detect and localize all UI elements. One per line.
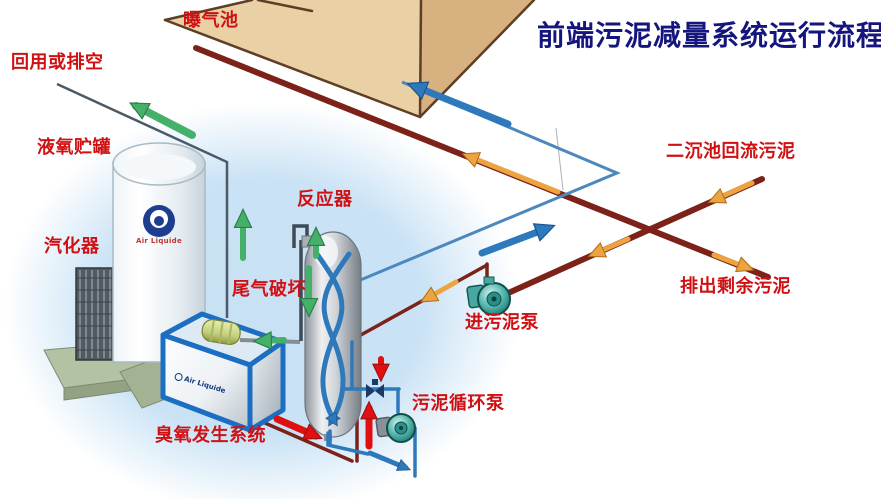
green-flow-arrows — [128, 102, 326, 350]
aeration-tank-shape — [163, 0, 536, 119]
sludge-feed-pump-shape — [466, 276, 511, 316]
to-destructor-left-arrow — [252, 331, 287, 350]
label-ozone-system: 臭氧发生系统 — [155, 425, 266, 446]
ozone-generator-box — [160, 311, 301, 433]
circulation-loop-pipes — [326, 340, 417, 478]
support-line — [555, 127, 564, 191]
lox-tank-vessel — [112, 142, 206, 363]
vaporizer-unit — [75, 267, 115, 361]
pipe-ozone-feed — [263, 421, 354, 463]
treated-return-line — [357, 80, 621, 283]
label-aeration-tank: 曝气池 — [183, 10, 239, 31]
tail-gas-destructor-unit — [201, 319, 241, 346]
label-circulation-pump: 污泥循环泵 — [412, 393, 505, 414]
pump-to-reactor-arrow — [419, 279, 459, 303]
label-lox-tank: 液氧贮罐 — [37, 137, 111, 158]
tank-logo-text: Air Liquide — [135, 237, 183, 245]
label-reuse-or-vent: 回用或排空 — [11, 52, 104, 73]
orange-flow-arrows — [419, 152, 755, 303]
return-upper-arrow — [707, 180, 755, 204]
reactor-circulation-arrows — [314, 251, 352, 427]
vent-line — [56, 82, 229, 318]
label-excess-sludge: 排出剩余污泥 — [680, 276, 791, 297]
reactor-vessel — [304, 231, 362, 441]
label-feed-pump: 进污泥泵 — [465, 312, 539, 333]
red-flow-arrows — [273, 356, 390, 450]
label-vaporizer: 汽化器 — [44, 236, 100, 257]
return-lower-arrow — [587, 236, 631, 258]
label-tail-gas: 尾气破坏 — [232, 279, 306, 300]
page-title: 前端污泥减量系统运行流程 — [537, 19, 881, 52]
discharge-arrow — [711, 252, 755, 273]
label-reactor: 反应器 — [297, 189, 353, 210]
to-aeration-arrow — [461, 152, 561, 195]
sludge-circulation-pump-shape — [375, 413, 416, 443]
ozone-into-reactor-arrow — [273, 415, 323, 440]
vent-up-left-arrow — [128, 102, 196, 139]
label-return-sludge: 二沉池回流污泥 — [666, 141, 796, 162]
air-liquide-logo-icon — [143, 205, 175, 237]
